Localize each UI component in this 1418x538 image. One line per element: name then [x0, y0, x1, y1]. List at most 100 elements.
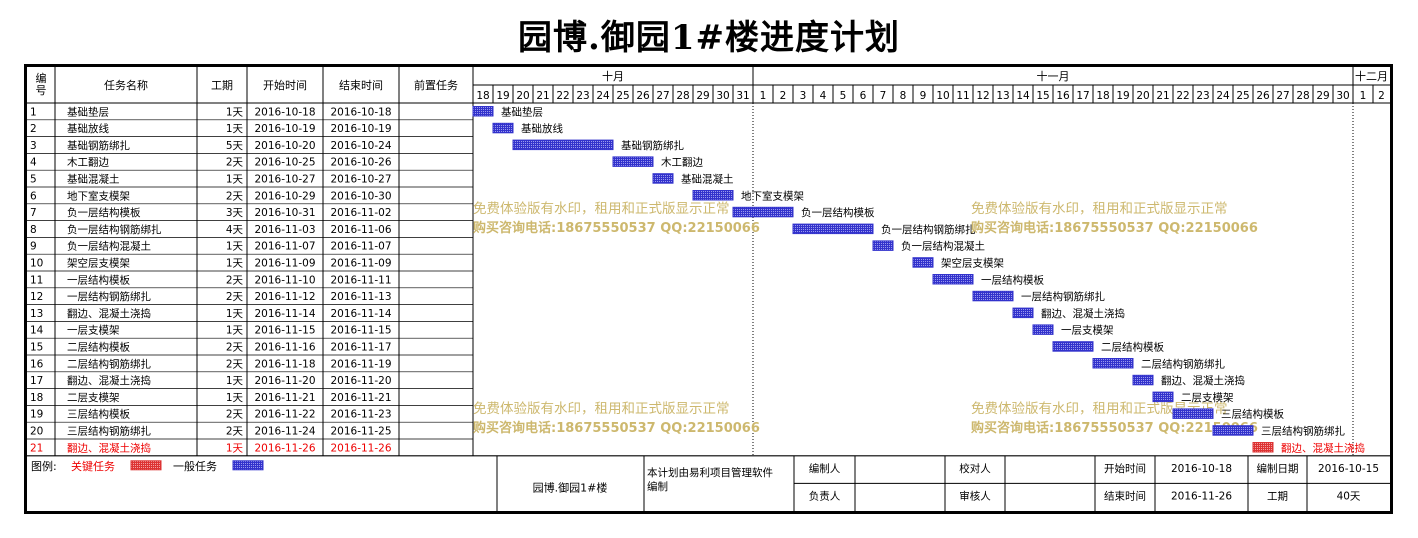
footer-compiler-label: 编制人 — [809, 462, 841, 475]
task-start: 2016-10-18 — [254, 106, 315, 118]
day-label: 25 — [1236, 90, 1249, 102]
bar-label: 二层支模架 — [1181, 392, 1234, 404]
task-name: 负一层结构混凝土 — [67, 240, 151, 253]
task-end: 2016-11-02 — [330, 207, 391, 219]
task-name: 基础混凝土 — [67, 173, 120, 186]
task-id: 14 — [30, 325, 44, 337]
day-label: 4 — [820, 90, 827, 102]
day-label: 11 — [956, 90, 969, 102]
col-header-end: 结束时间 — [339, 79, 383, 92]
task-name: 木工翻边 — [67, 156, 109, 169]
task-duration: 5天 — [226, 140, 244, 152]
task-name: 二层支模架 — [67, 392, 120, 404]
day-label: 3 — [800, 90, 807, 102]
day-label: 20 — [516, 90, 529, 102]
bar-label: 地下室支模架 — [741, 189, 804, 202]
legend-normal-label: 一般任务 — [173, 460, 217, 473]
watermark-line2: 购买咨询电话:18675550537 QQ:22150066 — [971, 220, 1258, 236]
task-duration: 1天 — [226, 392, 244, 404]
task-end: 2016-10-26 — [330, 157, 391, 169]
task-bar — [612, 156, 654, 167]
bar-label: 三层结构钢筋绑扎 — [1261, 425, 1345, 438]
day-label: 29 — [1316, 90, 1329, 102]
col-header-duration: 工期 — [211, 79, 233, 92]
task-id: 2 — [30, 123, 37, 135]
task-duration: 1天 — [226, 174, 244, 186]
col-header-id: 编 — [36, 71, 47, 85]
task-start: 2016-11-24 — [254, 426, 315, 438]
task-end: 2016-11-21 — [330, 392, 391, 404]
task-end: 2016-11-09 — [330, 258, 391, 270]
task-duration: 2天 — [226, 157, 244, 169]
watermark-line1: 免费体验版有水印，租用和正式版显示正常 — [971, 401, 1228, 417]
col-header-name: 任务名称 — [104, 78, 148, 92]
task-name: 翻边、混凝土浇捣 — [67, 307, 151, 320]
task-name: 地下室支模架 — [67, 189, 130, 202]
task-end: 2016-10-24 — [330, 140, 391, 152]
day-label: 2 — [1378, 90, 1385, 102]
task-start: 2016-11-03 — [254, 224, 315, 236]
task-name: 一层结构模板 — [67, 273, 130, 286]
task-name: 一层支模架 — [67, 325, 120, 337]
task-end: 2016-11-17 — [330, 342, 391, 354]
legend-critical-label: 关键任务 — [71, 459, 115, 473]
task-duration: 1天 — [226, 442, 244, 454]
day-label: 18 — [476, 90, 489, 102]
task-start: 2016-11-09 — [254, 258, 315, 270]
footer: 图例:关键任务一般任务园博.御园1#楼本计划由易利项目管理软件编制编制人校对人开… — [31, 455, 1390, 511]
col-header-id: 号 — [36, 84, 47, 97]
task-id: 3 — [30, 140, 37, 152]
footer-software-note-2: 编制 — [647, 480, 668, 493]
task-duration: 2天 — [226, 358, 244, 370]
task-id: 4 — [30, 157, 37, 169]
footer-reviewer-label: 审核人 — [959, 489, 991, 502]
task-bar — [1092, 358, 1134, 369]
task-id: 6 — [30, 190, 37, 202]
page-title: 园博.御园1#楼进度计划 — [518, 18, 900, 58]
task-name: 翻边、混凝土浇捣 — [67, 374, 151, 387]
task-bar — [932, 274, 974, 285]
task-bar — [652, 173, 674, 184]
bar-label: 基础垫层 — [501, 105, 543, 118]
task-name: 架空层支模架 — [67, 257, 130, 270]
bar-label: 三层结构模板 — [1221, 408, 1284, 421]
task-end: 2016-11-06 — [330, 224, 391, 236]
day-label: 30 — [1336, 90, 1349, 102]
task-id: 19 — [30, 409, 43, 421]
task-id: 7 — [30, 207, 37, 219]
day-label: 27 — [1276, 90, 1289, 102]
watermark-line2: 购买咨询电话:18675550537 QQ:22150066 — [473, 220, 760, 236]
day-label: 23 — [1196, 90, 1209, 102]
task-end: 2016-11-19 — [330, 358, 391, 370]
day-label: 28 — [1296, 90, 1309, 102]
task-duration: 1天 — [226, 375, 244, 387]
task-end: 2016-11-25 — [330, 426, 391, 438]
task-end: 2016-11-15 — [330, 325, 391, 337]
day-label: 10 — [936, 90, 949, 102]
critical-task-bar — [1252, 442, 1274, 453]
task-bar — [1052, 341, 1094, 352]
task-start: 2016-11-12 — [254, 291, 315, 303]
bar-label: 基础钢筋绑扎 — [621, 139, 684, 152]
task-name: 翻边、混凝土浇捣 — [67, 441, 151, 454]
task-start: 2016-11-07 — [254, 241, 315, 253]
day-label: 15 — [1036, 90, 1049, 102]
col-header-pred: 前置任务 — [414, 78, 458, 92]
task-start: 2016-10-27 — [254, 174, 315, 186]
footer-checker-label: 校对人 — [959, 462, 991, 475]
task-start: 2016-11-16 — [254, 342, 315, 354]
task-duration: 2天 — [226, 274, 244, 286]
bar-label: 基础放线 — [521, 122, 563, 135]
task-bar — [1012, 307, 1034, 319]
task-name: 一层结构钢筋绑扎 — [67, 290, 151, 303]
day-label: 19 — [1116, 90, 1129, 102]
task-id: 17 — [30, 375, 43, 387]
task-bar — [472, 106, 494, 117]
bar-label: 负一层结构钢筋绑扎 — [881, 223, 976, 236]
task-bar — [692, 190, 734, 201]
watermark-line1: 免费体验版有水印，租用和正式版显示正常 — [473, 401, 730, 417]
task-bar — [1212, 425, 1254, 436]
day-label: 24 — [596, 90, 610, 102]
task-start: 2016-10-20 — [254, 140, 315, 152]
